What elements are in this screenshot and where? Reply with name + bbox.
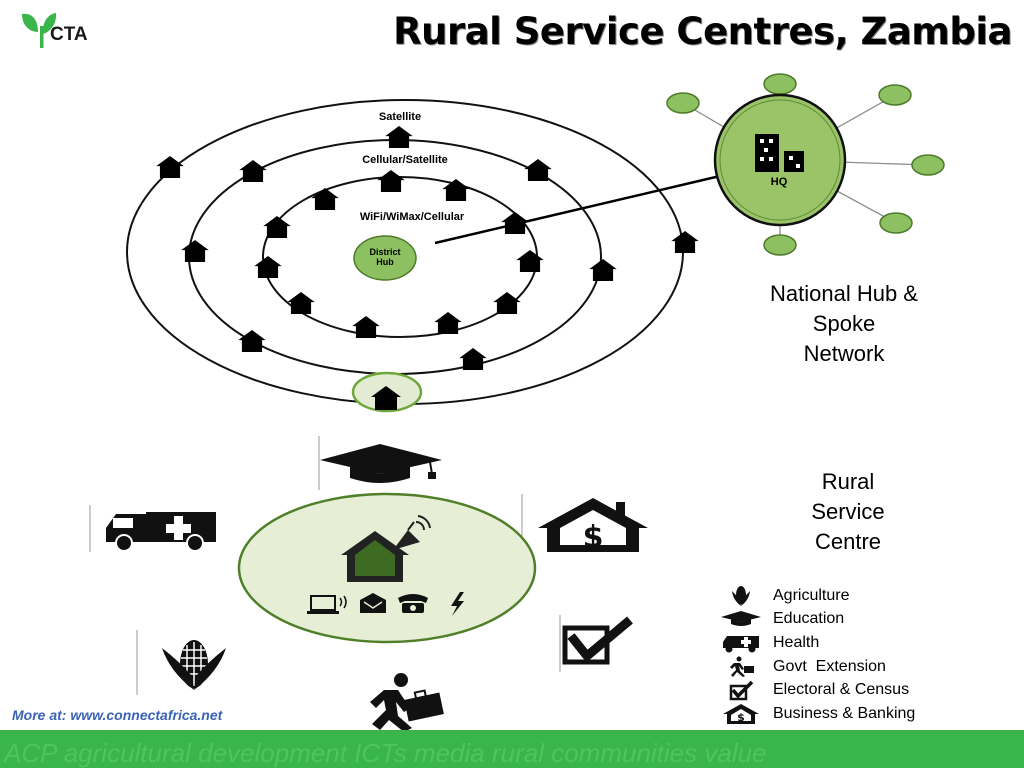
legend-item: $ Business & Banking bbox=[718, 702, 958, 726]
ring-label-satellite: Satellite bbox=[379, 111, 421, 123]
legend-label: Agriculture bbox=[773, 586, 850, 604]
hut-icon bbox=[287, 292, 315, 314]
hut-icon bbox=[385, 126, 413, 148]
hut-icon bbox=[377, 170, 405, 192]
ambulance-icon bbox=[718, 632, 764, 654]
hq-label: HQ bbox=[771, 176, 788, 188]
legend-label: Govt Extension bbox=[773, 657, 886, 675]
legend-label: Education bbox=[773, 610, 845, 628]
ambulance-icon bbox=[106, 512, 216, 552]
caption-line: Network bbox=[803, 341, 885, 366]
hq-node bbox=[713, 93, 847, 227]
ring-label-wifi: WiFi/WiMax/Cellular bbox=[360, 211, 465, 223]
hut-icon bbox=[263, 216, 291, 238]
caption-line: Service bbox=[811, 499, 885, 524]
hub-hq-link bbox=[434, 174, 721, 245]
legend-item: Education bbox=[718, 608, 958, 632]
district-hub-node bbox=[353, 235, 417, 281]
page-title: Rural Service Centres, Zambia bbox=[393, 10, 1012, 53]
graduation-cap-icon bbox=[320, 444, 442, 483]
lightning-icon bbox=[451, 592, 464, 616]
corn-icon bbox=[718, 585, 764, 607]
hut-icon bbox=[238, 330, 266, 352]
service-legend: Agriculture Education Health Govt Extens… bbox=[718, 584, 958, 726]
telephone-icon bbox=[398, 594, 428, 613]
hut-icon bbox=[254, 256, 282, 278]
more-info-link[interactable]: More at: www.connectafrica.net bbox=[12, 707, 223, 723]
hut-icon bbox=[524, 159, 552, 181]
spoke-node bbox=[879, 212, 913, 234]
cta-logo bbox=[22, 13, 57, 48]
corn-icon bbox=[162, 640, 226, 690]
svg-text:$: $ bbox=[583, 520, 604, 555]
hut-icon bbox=[156, 156, 184, 178]
district-hub-label: Hub bbox=[376, 257, 394, 267]
spoke-node bbox=[911, 154, 945, 176]
hut-icon bbox=[501, 212, 529, 234]
legend-item: Agriculture bbox=[718, 584, 958, 608]
legend-item: Electoral & Census bbox=[718, 678, 958, 702]
footer-bar: ACP agricultural development ICTs media … bbox=[0, 730, 1024, 768]
hut-icon bbox=[516, 250, 544, 272]
house-dollar-icon: $ bbox=[538, 498, 648, 555]
caption-line: Centre bbox=[814, 529, 882, 554]
ring-label-cellular: Cellular/Satellite bbox=[362, 154, 448, 166]
district-hub-label: District bbox=[369, 247, 400, 257]
hut-icon bbox=[589, 259, 617, 281]
house-satellite-icon bbox=[341, 515, 431, 582]
legend-item: Health bbox=[718, 631, 958, 655]
legend-label: Health bbox=[773, 633, 820, 651]
house-dollar-icon: $ bbox=[718, 703, 764, 725]
footer-tagline: ACP agricultural development ICTs media … bbox=[4, 738, 767, 768]
spoke-node bbox=[763, 234, 797, 256]
spoke-node bbox=[878, 84, 912, 106]
hut-icon bbox=[493, 292, 521, 314]
hut-icon bbox=[181, 240, 209, 262]
legend-item: Govt Extension bbox=[718, 655, 958, 679]
hut-icon bbox=[311, 188, 339, 210]
legend-label: Business & Banking bbox=[773, 704, 916, 722]
hut-icon bbox=[239, 160, 267, 182]
legend-label: Electoral & Census bbox=[773, 681, 910, 699]
spoke-node bbox=[666, 92, 700, 114]
caption-line: National Hub & bbox=[770, 281, 918, 306]
checkbox-icon bbox=[562, 616, 633, 665]
graduation-cap-icon bbox=[718, 608, 764, 630]
rural-service-caption: Rural Service Centre bbox=[748, 467, 948, 557]
national-hub-caption: National Hub & Spoke Network bbox=[744, 279, 944, 369]
checkbox-icon bbox=[718, 679, 764, 701]
svg-text:$: $ bbox=[737, 711, 745, 724]
hut-icon bbox=[671, 231, 699, 253]
logo-text: CTA bbox=[50, 24, 88, 45]
mail-icon bbox=[360, 593, 386, 613]
spoke-node bbox=[763, 73, 797, 95]
hut-icon bbox=[352, 316, 380, 338]
hut-icon bbox=[459, 348, 487, 370]
hq-building-icon bbox=[755, 134, 804, 172]
walking-man-icon bbox=[718, 656, 764, 678]
walking-man-briefcase-icon bbox=[370, 673, 444, 732]
caption-line: Rural bbox=[821, 469, 875, 494]
hut-icon bbox=[434, 312, 462, 334]
spoke-nodes bbox=[666, 73, 945, 256]
computer-icon bbox=[307, 595, 347, 614]
caption-line: Spoke bbox=[812, 311, 876, 336]
